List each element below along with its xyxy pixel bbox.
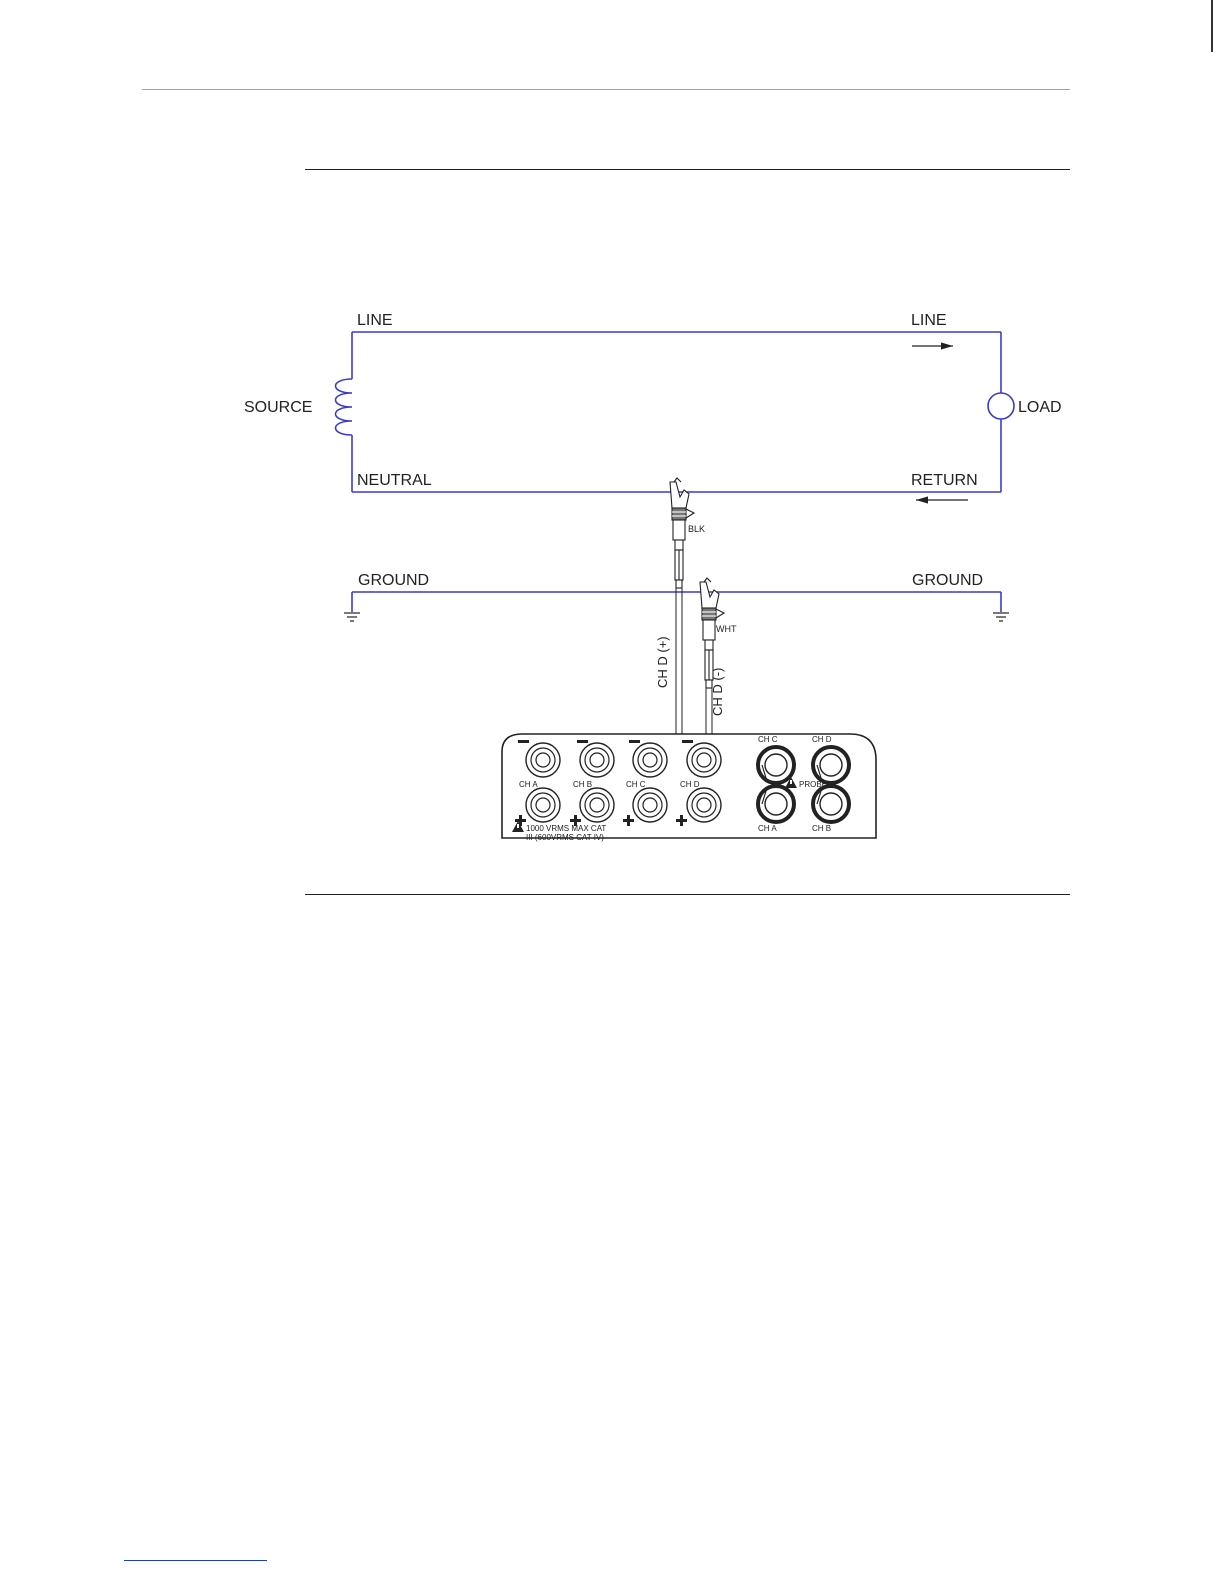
neutral-label: NEUTRAL (357, 472, 432, 489)
jack-b-plus (580, 788, 614, 822)
chd-minus-label: CH D (-) (710, 668, 725, 716)
rating-line-2: III (600VRMS CAT IV) (526, 833, 604, 842)
ch-c-label: CH C (626, 780, 646, 789)
jack-c-minus (633, 743, 667, 777)
probe-connector-c (758, 747, 794, 783)
load-label: LOAD (1018, 399, 1062, 416)
probe-connector-a (758, 786, 794, 822)
blk-label: BLK (688, 524, 705, 534)
jack-d-plus (687, 788, 721, 822)
ground-label-left: GROUND (358, 572, 429, 589)
line-label-right: LINE (911, 312, 947, 329)
ground-symbol-left (344, 613, 360, 621)
probe-d-label: CH D (812, 735, 832, 744)
probe-b-label: CH B (812, 824, 831, 833)
jack-a-plus (526, 788, 560, 822)
source-coil (336, 379, 353, 435)
probes-label: PROBES (799, 780, 832, 789)
ground-label-right: GROUND (912, 572, 983, 589)
wht-label: WHT (716, 624, 737, 634)
instrument-panel: CH A CH B CH C CH D 1000 VRMS MAX CAT II… (502, 734, 876, 842)
jack-c-plus (633, 788, 667, 822)
probe-connector-b (813, 786, 849, 822)
ch-a-label: CH A (519, 780, 538, 789)
jack-b-minus (580, 743, 614, 777)
source-label: SOURCE (244, 399, 312, 416)
load-symbol (988, 393, 1014, 419)
ground-symbol-right (993, 613, 1009, 621)
line-label-left: LINE (357, 312, 393, 329)
probe-a-label: CH A (758, 824, 777, 833)
rating-line-1: 1000 VRMS MAX CAT (526, 824, 606, 833)
jack-d-minus (687, 743, 721, 777)
ch-b-label: CH B (573, 780, 592, 789)
return-label: RETURN (911, 472, 978, 489)
probe-c-label: CH C (758, 735, 778, 744)
jack-a-minus (526, 743, 560, 777)
probe-connector-d (813, 747, 849, 783)
chd-plus-label: CH D (+) (655, 636, 670, 688)
ch-d-label: CH D (680, 780, 700, 789)
